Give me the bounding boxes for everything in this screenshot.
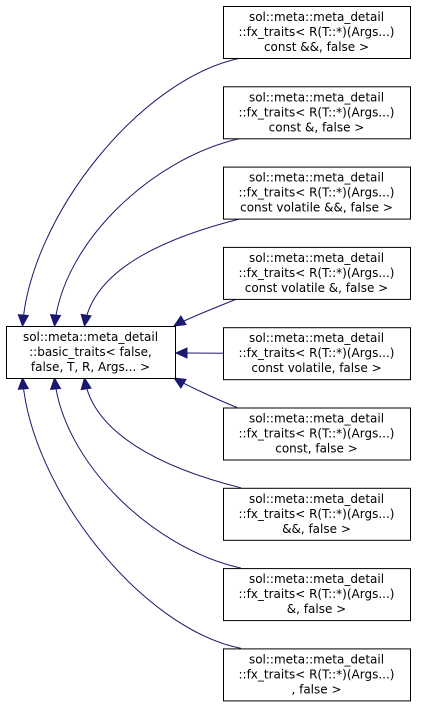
node-box [6, 326, 176, 379]
node-label-line: const volatile, false > [251, 361, 381, 375]
derived-class-node[interactable]: sol::meta::meta_detail::fx_traits< R(T::… [223, 407, 411, 461]
inheritance-edge [84, 218, 242, 327]
derived-class-node[interactable]: sol::meta::meta_detail::fx_traits< R(T::… [223, 6, 411, 59]
node-label-line: ::fx_traits< R(T::*)(Args...) [239, 105, 395, 119]
arrowhead-icon [49, 313, 62, 328]
inheritance-edge [22, 57, 242, 327]
node-box [223, 246, 411, 300]
node-label-line: ::basic_traits< false, [29, 345, 152, 359]
arrowhead-icon [80, 313, 92, 328]
node-box [223, 487, 411, 541]
arrowhead-icon [49, 376, 62, 391]
node-box [223, 648, 411, 702]
node-label-line: &, false > [287, 602, 346, 616]
inheritance-edge [54, 137, 242, 327]
node-label-line: sol::meta::meta_detail [249, 412, 384, 426]
node-label-line: ::fx_traits< R(T::*)(Args...) [239, 587, 395, 601]
edge-layer [17, 57, 242, 649]
inheritance-edge [54, 377, 242, 569]
node-box [223, 407, 411, 461]
node-label-line: ::fx_traits< R(T::*)(Args...) [239, 25, 395, 39]
node-label-line: ::fx_traits< R(T::*)(Args...) [239, 667, 395, 681]
arrowhead-icon [172, 377, 187, 389]
node-label-line: sol::meta::meta_detail [249, 331, 384, 345]
derived-class-node[interactable]: sol::meta::meta_detail::fx_traits< R(T::… [223, 246, 411, 300]
node-layer: sol::meta::meta_detail::basic_traits< fa… [6, 6, 411, 702]
node-label-line: const volatile &, false > [245, 281, 388, 295]
derived-class-node[interactable]: sol::meta::meta_detail::fx_traits< R(T::… [223, 166, 411, 220]
derived-class-node[interactable]: sol::meta::meta_detail::fx_traits< R(T::… [223, 648, 411, 702]
node-label-line: ::fx_traits< R(T::*)(Args...) [239, 507, 395, 521]
node-box [223, 568, 411, 622]
node-label-line: sol::meta::meta_detail [249, 492, 384, 506]
node-label-line: const volatile &&, false > [240, 201, 393, 215]
derived-class-node[interactable]: sol::meta::meta_detail::fx_traits< R(T::… [223, 327, 411, 381]
node-label-line: sol::meta::meta_detail [249, 10, 384, 24]
node-label-line: ::fx_traits< R(T::*)(Args...) [239, 186, 395, 200]
node-label-line: sol::meta::meta_detail [249, 90, 384, 104]
node-label-line: ::fx_traits< R(T::*)(Args...) [239, 266, 395, 280]
derived-class-node[interactable]: sol::meta::meta_detail::fx_traits< R(T::… [223, 487, 411, 541]
node-box [223, 6, 411, 59]
base-class-node[interactable]: sol::meta::meta_detail::basic_traits< fa… [6, 326, 176, 379]
arrowhead-icon [17, 376, 30, 390]
node-label-line: ::fx_traits< R(T::*)(Args...) [239, 427, 395, 441]
node-label-line: sol::meta::meta_detail [249, 251, 384, 265]
node-label-line: false, T, R, Args... > [31, 360, 150, 374]
derived-class-node[interactable]: sol::meta::meta_detail::fx_traits< R(T::… [223, 568, 411, 622]
node-label-line: sol::meta::meta_detail [249, 171, 384, 185]
node-label-line: sol::meta::meta_detail [249, 572, 384, 586]
derived-class-node[interactable]: sol::meta::meta_detail::fx_traits< R(T::… [223, 86, 411, 140]
node-label-line: sol::meta::meta_detail [23, 330, 158, 344]
arrowhead-icon [80, 376, 92, 391]
node-label-line: const, false > [275, 442, 358, 456]
node-label-line: ::fx_traits< R(T::*)(Args...) [239, 346, 395, 360]
node-box [223, 86, 411, 140]
node-label-line: sol::meta::meta_detail [249, 652, 384, 666]
node-label-line: &&, false > [282, 522, 351, 536]
node-label-line: , false > [291, 682, 341, 696]
node-box [223, 166, 411, 220]
arrowhead-icon [174, 347, 188, 359]
node-box [223, 327, 411, 381]
arrowhead-icon [172, 315, 187, 327]
inheritance-edge [84, 377, 242, 489]
node-label-line: const &, false > [269, 120, 365, 134]
inheritance-edge [22, 377, 242, 649]
node-label-line: const &&, false > [264, 40, 369, 54]
arrowhead-icon [17, 314, 30, 328]
